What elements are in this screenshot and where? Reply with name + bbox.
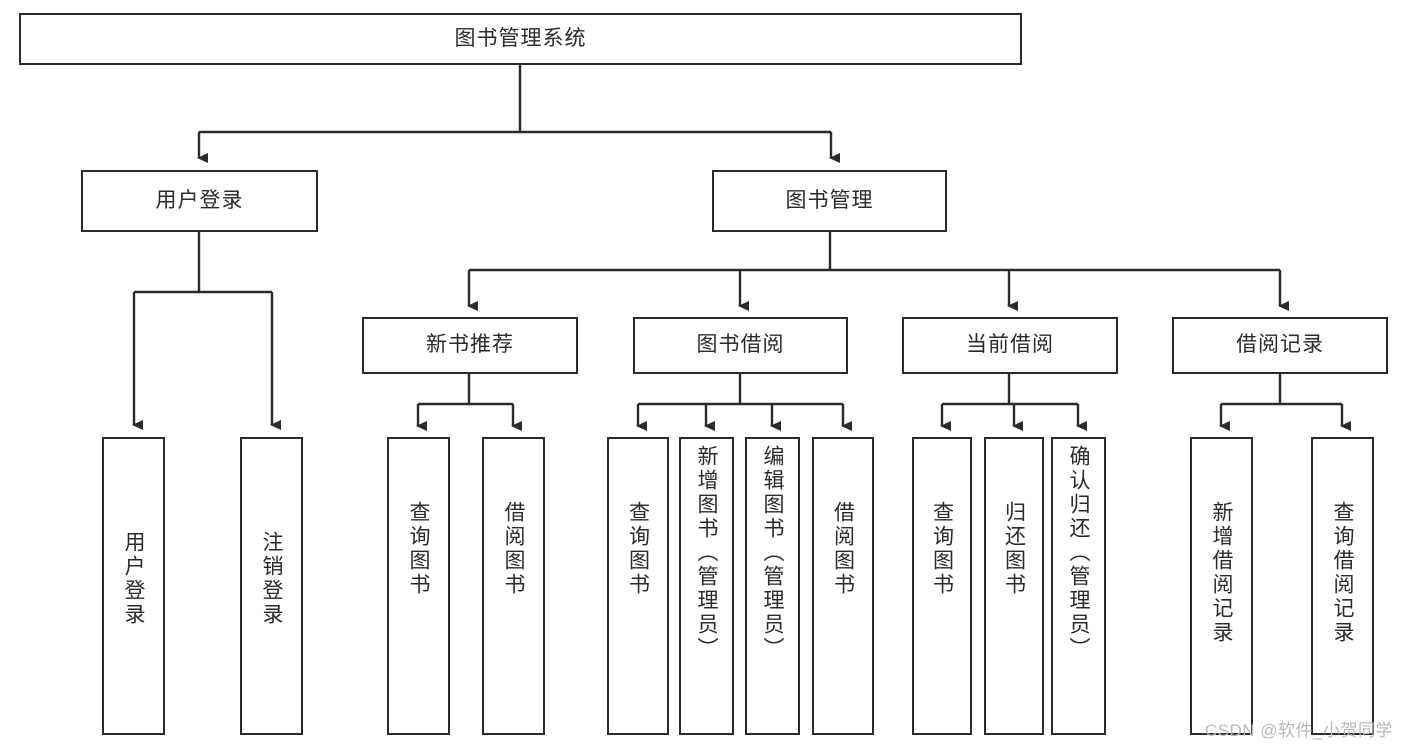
node-leaf-add-book[interactable]: 新增图书（管理员） [679,437,734,735]
watermark-text: CSDN @软件_小贺同学 [1204,721,1393,740]
node-label: 当前借阅 [966,333,1054,357]
node-leaf-query-record[interactable]: 查询借阅记录 [1311,437,1374,735]
node-user-login[interactable]: 用户登录 [81,170,318,232]
node-leaf-query-book-1[interactable]: 查询图书 [387,437,450,735]
node-leaf-query-book-3[interactable]: 查询图书 [912,437,972,735]
node-root[interactable]: 图书管理系统 [19,13,1022,65]
node-label: 注销登录 [260,531,283,627]
node-label: 编辑图书（管理员） [761,445,784,661]
node-label: 借阅记录 [1236,333,1324,357]
node-leaf-return-book[interactable]: 归还图书 [984,437,1044,735]
node-label: 查询图书 [930,501,954,597]
node-label: 新增借阅记录 [1210,501,1233,645]
node-label: 查询借阅记录 [1331,501,1354,645]
node-book-manage[interactable]: 图书管理 [712,170,947,232]
node-label: 确认归还（管理员） [1067,445,1090,661]
node-label: 查询图书 [407,501,430,597]
node-leaf-edit-book[interactable]: 编辑图书（管理员） [745,437,800,735]
node-label: 图书借阅 [696,333,785,357]
node-label: 新书推荐 [426,333,514,357]
node-label: 借阅图书 [831,501,855,597]
node-leaf-logout[interactable]: 注销登录 [240,437,303,735]
node-leaf-borrow-book-1[interactable]: 借阅图书 [482,437,545,735]
node-leaf-borrow-book-2[interactable]: 借阅图书 [812,437,874,735]
node-new-book-rec[interactable]: 新书推荐 [362,317,578,374]
node-label: 新增图书（管理员） [695,445,718,661]
node-borrow-record[interactable]: 借阅记录 [1172,317,1388,374]
node-leaf-add-record[interactable]: 新增借阅记录 [1190,437,1253,735]
node-label: 图书管理 [785,188,874,212]
node-leaf-confirm-return[interactable]: 确认归还（管理员） [1051,437,1106,735]
node-label: 图书管理系统 [454,26,587,50]
node-label: 借阅图书 [502,501,525,597]
node-book-borrow[interactable]: 图书借阅 [633,317,848,374]
node-current-borrow[interactable]: 当前借阅 [902,317,1118,374]
node-label: 查询图书 [626,501,650,597]
node-label: 用户登录 [155,188,244,212]
node-leaf-query-book-2[interactable]: 查询图书 [607,437,669,735]
node-label: 用户登录 [122,531,145,627]
node-leaf-user-login[interactable]: 用户登录 [102,437,165,735]
node-label: 归还图书 [1002,501,1026,597]
